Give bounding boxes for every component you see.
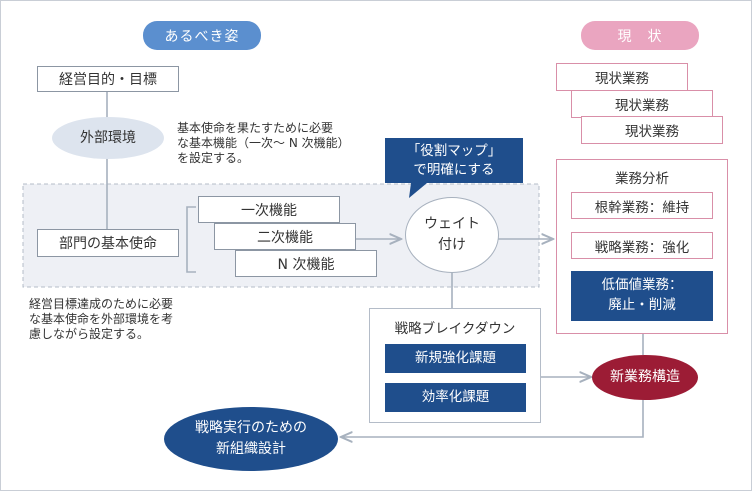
- new-organization-design: 戦略実行のための 新組織設計: [164, 407, 338, 471]
- function-box-1: 一次機能: [198, 196, 340, 223]
- department-mission-box: 部門の基本使命: [37, 229, 179, 257]
- mission-note: 経営目標達成のために必要 な基本使命を外部環境を考 慮しながら設定する。: [29, 297, 174, 341]
- strategy-breakdown-panel: 戦略ブレイクダウン 新規強化課題 効率化課題: [369, 308, 541, 423]
- efficiency-issue: 効率化課題: [385, 383, 526, 412]
- current-operation-2: 現状業務: [571, 90, 713, 118]
- current-state-header: 現 状: [581, 21, 699, 50]
- current-operation-3: 現状業務: [581, 116, 723, 144]
- function-box-n: N 次機能: [235, 250, 377, 277]
- new-enhancement-issue: 新規強化課題: [385, 344, 526, 373]
- environment-note: 基本使命を果たすために必要 な基本機能（一次～ N 次機能） を設定する。: [177, 121, 350, 165]
- current-operation-1: 現状業務: [556, 63, 688, 91]
- callout-shape: [385, 138, 523, 198]
- operation-analysis-panel: 業務分析 根幹業務：維持 戦略業務：強化 低価値業務： 廃止・削減: [556, 159, 728, 334]
- strategy-breakdown-title: 戦略ブレイクダウン: [394, 321, 516, 337]
- strategic-operations-box: 戦略業務：強化: [571, 232, 713, 259]
- core-operations-box: 根幹業務：維持: [571, 192, 713, 219]
- weighting-circle: ウェイト 付け: [405, 197, 499, 273]
- function-box-2: 二次機能: [214, 223, 356, 250]
- new-operation-structure: 新業務構造: [592, 355, 698, 400]
- operation-analysis-title: 業務分析: [615, 171, 669, 187]
- ideal-state-header: あるべき姿: [143, 21, 261, 50]
- low-value-operations-box: 低価値業務： 廃止・削減: [571, 271, 713, 321]
- role-map-callout: 「役割マップ」 で明確にする: [406, 143, 502, 178]
- management-goal-box: 経営目的・目標: [37, 66, 179, 92]
- external-environment-ellipse: 外部環境: [52, 117, 164, 159]
